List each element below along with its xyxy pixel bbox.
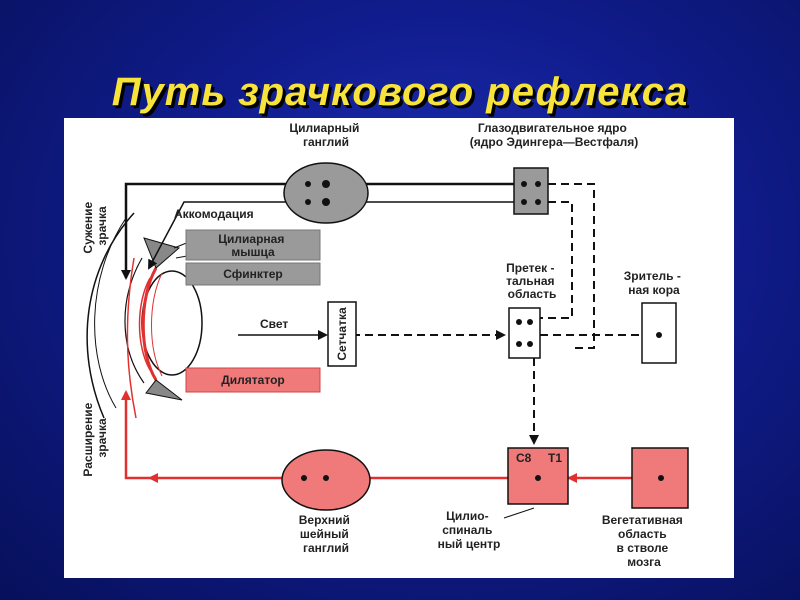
superior-cervical-ganglion xyxy=(281,449,371,511)
vegetative-label: Вегетативная область в стволе мозга xyxy=(602,513,686,569)
visual-cortex-box xyxy=(641,302,677,364)
pretectal-label: Претек - тальная область xyxy=(506,261,558,301)
eye-drawing xyxy=(86,212,203,419)
dilator-label: Дилятатор xyxy=(221,373,284,387)
c8-label: C8 xyxy=(516,451,532,465)
parasympathetic-pathway xyxy=(121,182,642,445)
dilation-label: Расширение зрачка xyxy=(81,399,109,476)
t1-label: T1 xyxy=(548,451,562,465)
retina-box xyxy=(327,301,357,367)
sphincter-label: Сфинктер xyxy=(223,267,283,281)
retina-label: Сетчатка xyxy=(335,307,349,361)
accommodation-label: Аккомодация xyxy=(174,207,254,221)
visual-cortex-label: Зритель - ная кора xyxy=(624,269,684,297)
constriction-label: Сужение зрачка xyxy=(81,198,109,253)
ciliospinal-label: Цилио- спиналь ный центр xyxy=(438,509,501,551)
pretectal-box xyxy=(508,307,541,359)
pupillary-reflex-diagram: Цилиарный ганглий Глазодвигательное ядро… xyxy=(81,121,689,569)
slide-title: Путь зрачкового рефлекса xyxy=(111,70,689,114)
ciliary-muscle-label: Цилиарная мышца xyxy=(218,232,287,259)
ciliary-ganglion-label: Цилиарный ганглий xyxy=(289,121,362,149)
dilator-box xyxy=(185,367,321,393)
ciliospinal-center-box xyxy=(507,447,569,505)
sphincter-box xyxy=(185,262,321,286)
ciliary-muscle-box xyxy=(185,229,321,261)
lens-icon xyxy=(141,270,203,376)
ciliospinal-leader-line xyxy=(503,507,535,519)
ciliary-ganglion xyxy=(283,162,369,224)
oculomotor-nucleus-label: Глазодвигательное ядро (ядро Эдингера—Ве… xyxy=(470,121,638,149)
diagram-panel: Цилиарный ганглий Глазодвигательное ядро… xyxy=(64,118,734,578)
light-label: Свет xyxy=(260,317,288,331)
superior-cervical-label: Верхний шейный ганглий xyxy=(299,513,354,555)
oculomotor-nucleus-box xyxy=(513,167,549,215)
vegetative-area-box xyxy=(631,447,689,509)
